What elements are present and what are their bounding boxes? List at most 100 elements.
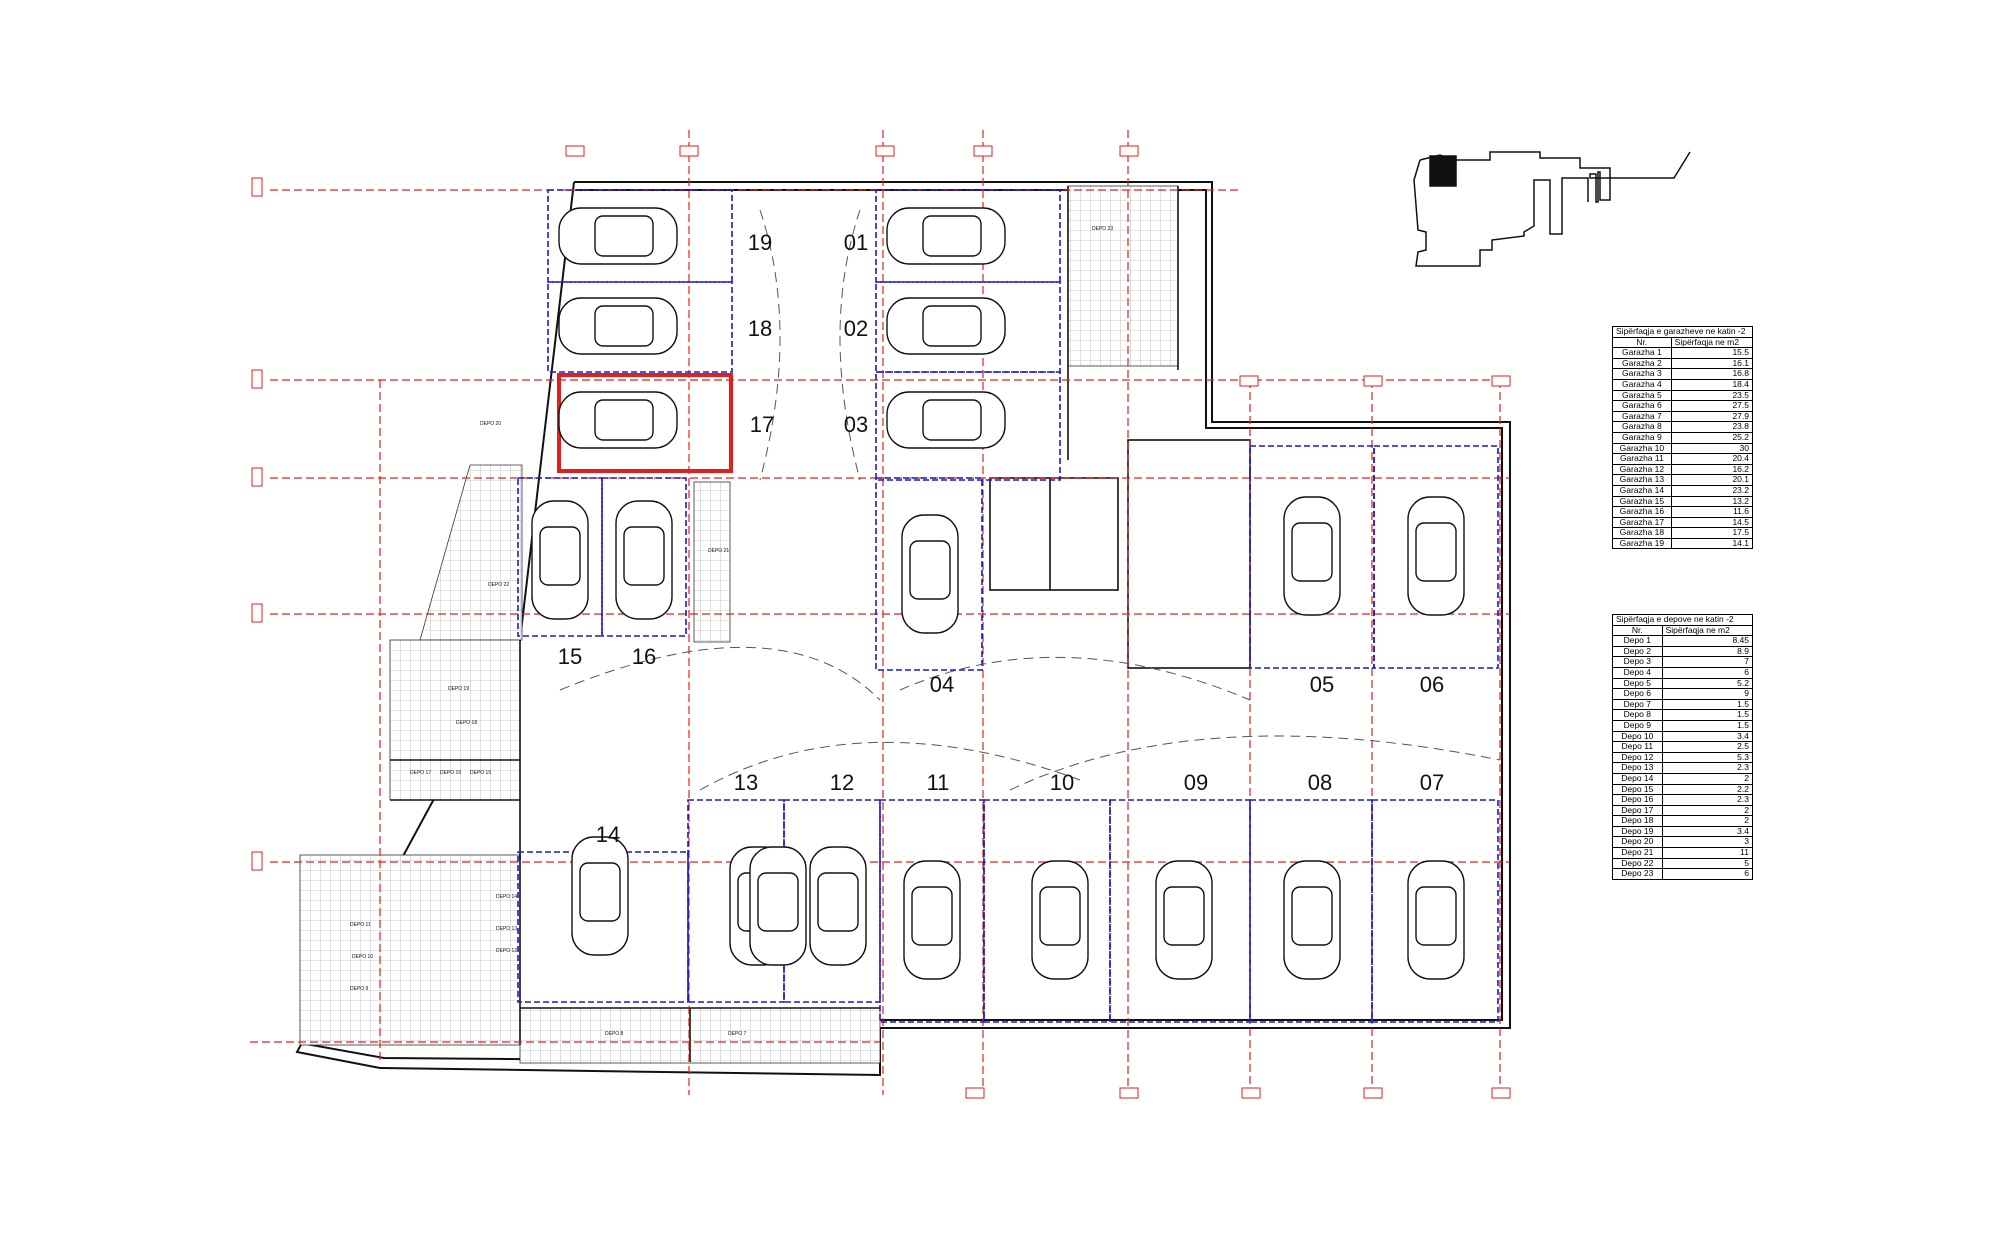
depo-area: 2 [1661, 804, 1754, 817]
depo-name: Depo 8 [1612, 709, 1663, 721]
garage-name: Garazha 3 [1612, 368, 1672, 380]
depo-col-nr: Nr. [1612, 624, 1663, 637]
grid-tags [251, 145, 1511, 1099]
depo-room-label: DEPO 17 [410, 770, 431, 776]
garage-area: 23.5 [1670, 389, 1754, 402]
depo-table-title: Sipërfaqja e depove ne katin -2 [1612, 614, 1753, 626]
depo-name: Depo 22 [1612, 857, 1663, 870]
garage-area-table: Sipërfaqja e garazheve ne katin -2 Nr. S… [1612, 326, 1754, 550]
spot-number-19: 19 [748, 230, 772, 255]
car-icon [1283, 496, 1341, 616]
car-icon [1031, 860, 1089, 980]
depo-name: Depo 23 [1612, 868, 1663, 880]
garage-name: Garazha 8 [1612, 421, 1672, 433]
depo-name: Depo 2 [1612, 645, 1663, 658]
garage-area: 30 [1670, 442, 1754, 455]
spot-number-07: 07 [1420, 770, 1444, 795]
car-icon [886, 207, 1006, 265]
garage-name: Garazha 4 [1612, 378, 1672, 391]
car-icon [615, 500, 673, 620]
garage-col-area: Sipërfaqja ne m2 [1670, 336, 1754, 349]
depo-area: 1.5 [1661, 719, 1754, 732]
garage-table-title: Sipërfaqja e garazheve ne katin -2 [1612, 326, 1753, 338]
depo-name: Depo 17 [1612, 804, 1663, 817]
garage-area: 16.2 [1670, 463, 1754, 476]
spot-number-14: 14 [596, 822, 620, 847]
depo-name: Depo 13 [1612, 762, 1663, 774]
depo-area: 2.3 [1661, 762, 1754, 774]
spot-number-01: 01 [844, 230, 868, 255]
garage-name: Garazha 1 [1612, 347, 1672, 359]
depo-room-label: DEPO 16 [440, 770, 461, 776]
spot-number-06: 06 [1420, 672, 1444, 697]
garage-area: 27.5 [1670, 400, 1754, 412]
car-icon [1155, 860, 1213, 980]
depo-area: 6 [1661, 666, 1754, 679]
car-icon [1407, 496, 1465, 616]
depo-area: 3.4 [1661, 730, 1754, 743]
depo-room-label: DEPO 12 [496, 948, 517, 954]
spot-number-09: 09 [1184, 770, 1208, 795]
garage-name: Garazha 15 [1612, 495, 1672, 508]
garage-name: Garazha 6 [1612, 400, 1672, 412]
spot-number-04: 04 [930, 672, 954, 697]
car-icon [901, 514, 959, 634]
depo-room-label: DEPO 23 [1092, 226, 1113, 232]
car-icon [558, 297, 678, 355]
spot-number-18: 18 [748, 316, 772, 341]
car-icon [1283, 860, 1341, 980]
depo-name: Depo 10 [1612, 730, 1663, 743]
spot-number-16: 16 [632, 644, 656, 669]
depo-room-label: DEPO 22 [488, 582, 509, 588]
garage-name: Garazha 18 [1612, 527, 1672, 539]
depo-room-label: DEPO 14 [496, 894, 517, 900]
depo-name: Depo 18 [1612, 815, 1663, 827]
spot-number-02: 02 [844, 316, 868, 341]
car-icon [886, 297, 1006, 355]
garage-area: 25.2 [1670, 431, 1754, 444]
spot-number-13: 13 [734, 770, 758, 795]
depo-area: 2 [1661, 815, 1754, 827]
garage-area: 14.1 [1670, 537, 1754, 550]
garage-name: Garazha 13 [1612, 474, 1672, 486]
cars [531, 207, 1465, 980]
spot-number-03: 03 [844, 412, 868, 437]
garage-name: Garazha 2 [1612, 357, 1672, 370]
depo-area: 8.9 [1661, 645, 1754, 658]
depo-area: 5.2 [1661, 677, 1754, 690]
depo-area: 8.45 [1661, 635, 1754, 647]
depo-name: Depo 9 [1612, 719, 1663, 732]
depo-room-label: DEPO 18 [456, 720, 477, 726]
garage-area: 14.5 [1670, 516, 1754, 529]
depo-room-label: DEPO 10 [352, 954, 373, 960]
spot-number-11: 11 [927, 770, 950, 795]
depo-name: Depo 19 [1612, 825, 1663, 838]
aisle-markings [559, 209, 1501, 791]
car-icon [1407, 860, 1465, 980]
garage-name: Garazha 10 [1612, 442, 1672, 455]
depo-area: 6 [1661, 868, 1754, 880]
garage-name: Garazha 11 [1612, 453, 1672, 465]
depo-room-label: DEPO 9 [350, 986, 369, 992]
garage-area: 20.1 [1670, 474, 1754, 486]
